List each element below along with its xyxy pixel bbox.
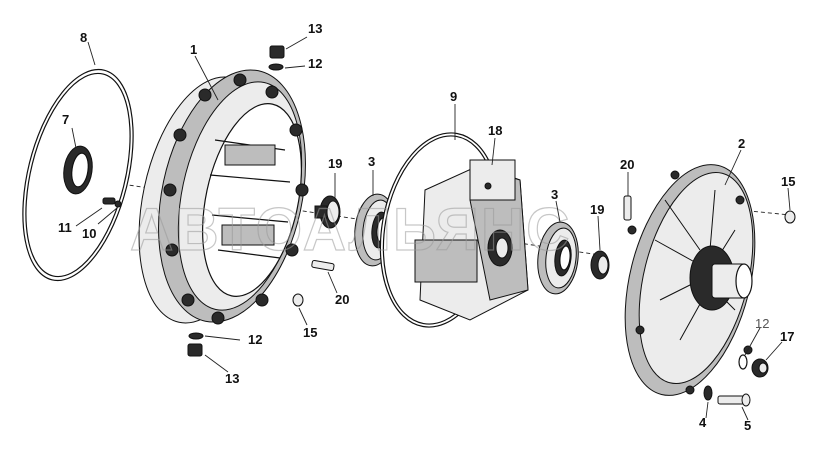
part-1-housing xyxy=(138,69,309,325)
part-13-top-bolt xyxy=(268,45,285,71)
callout-18: 18 xyxy=(488,123,502,138)
part-20-left-pin xyxy=(311,259,335,272)
callout-9: 9 xyxy=(450,89,457,104)
part-17-plug xyxy=(751,358,769,378)
callout-1: 1 xyxy=(190,42,197,57)
callout-15-left: 15 xyxy=(303,325,317,340)
callout-13-bottom: 13 xyxy=(225,371,239,386)
part-18-flyweight xyxy=(414,159,529,321)
part-2-cover xyxy=(624,164,756,396)
watermark: АВТОАЛЬЯНС xyxy=(130,196,572,263)
part-4-washer xyxy=(703,385,713,401)
callout-19-left: 19 xyxy=(328,156,342,171)
part-12-right-oring xyxy=(738,354,748,370)
part-10-11-fittings xyxy=(102,197,122,208)
part-13-bottom-bolt xyxy=(187,332,204,357)
callout-12-right: 12 xyxy=(755,316,769,331)
part-3-right-bearing xyxy=(537,221,579,295)
part-19-left-bushing xyxy=(314,195,341,229)
callout-17: 17 xyxy=(780,329,794,344)
callout-13-top: 13 xyxy=(308,21,322,36)
part-7-seal xyxy=(63,145,93,195)
callout-3-left: 3 xyxy=(368,154,375,169)
callout-11: 11 xyxy=(58,220,72,235)
part-19-right-bushing xyxy=(590,250,610,280)
part-20-right-pin xyxy=(623,195,632,221)
callout-20-left: 20 xyxy=(335,292,349,307)
leader-lines xyxy=(71,36,791,421)
callout-7: 7 xyxy=(62,112,69,127)
callout-8: 8 xyxy=(80,30,87,45)
callout-12-bottom: 12 xyxy=(248,332,262,347)
callout-4: 4 xyxy=(699,415,707,430)
callout-20-right: 20 xyxy=(620,157,634,172)
callout-15-right: 15 xyxy=(781,174,795,189)
callout-5: 5 xyxy=(744,418,751,433)
callout-10: 10 xyxy=(82,226,96,241)
callout-12-top: 12 xyxy=(308,56,322,71)
callout-2: 2 xyxy=(738,136,745,151)
callout-3-right: 3 xyxy=(551,187,558,202)
callout-labels: 8 7 11 10 1 13 12 19 3 20 15 12 13 9 18 … xyxy=(58,21,795,433)
part-15-right-plug xyxy=(784,210,796,224)
part-15-left-plug xyxy=(292,293,304,307)
callout-19-right: 19 xyxy=(590,202,604,217)
part-5-bolt xyxy=(717,393,751,407)
